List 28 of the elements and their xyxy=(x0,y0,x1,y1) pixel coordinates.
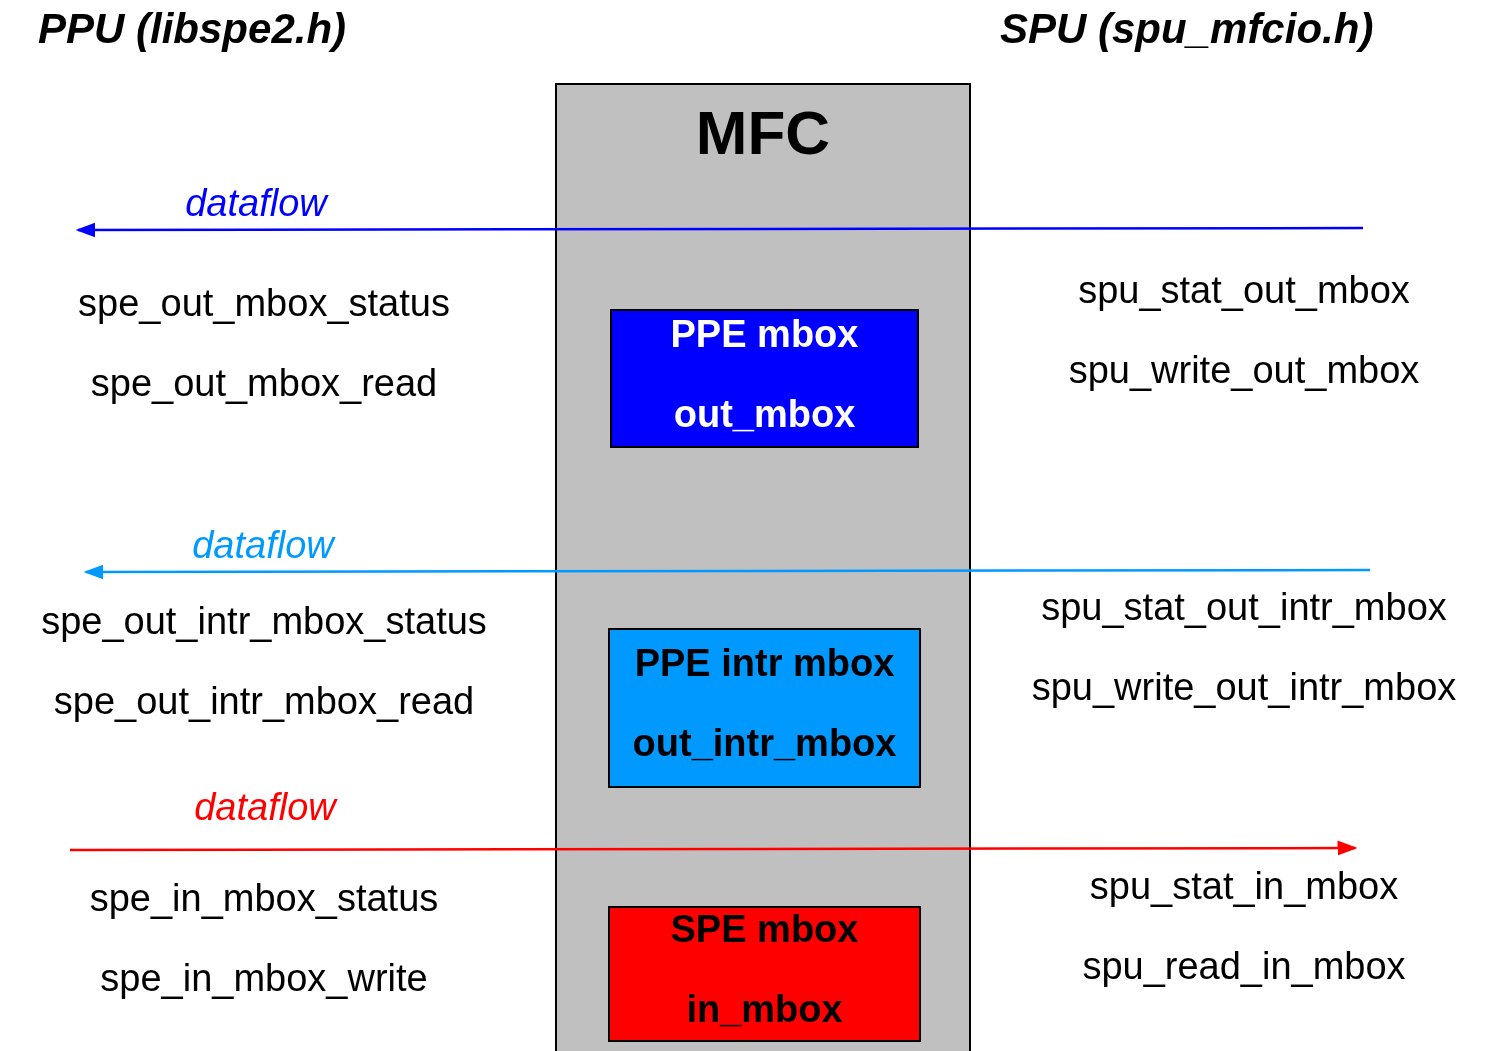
function-name: spu_write_out_mbox xyxy=(1068,349,1420,392)
flow-label: dataflow xyxy=(192,524,334,567)
flow-label: dataflow xyxy=(185,182,327,225)
function-name: spe_out_mbox_read xyxy=(90,362,438,405)
mailbox-box xyxy=(608,906,921,1042)
function-name: spu_stat_out_mbox xyxy=(1078,269,1410,312)
mailbox-name: SPE mbox xyxy=(669,908,860,951)
mailbox-name: PPE intr mbox xyxy=(633,642,896,685)
block-title: MFC xyxy=(694,97,832,168)
mailbox-box xyxy=(610,309,919,448)
function-name: spe_in_mbox_write xyxy=(100,957,428,1000)
function-name: spu_read_in_mbox xyxy=(1082,945,1406,988)
function-name: spu_stat_in_mbox xyxy=(1089,865,1399,908)
mailbox-channel: in_mbox xyxy=(685,988,844,1031)
column-header: PPU (libspe2.h) xyxy=(38,5,347,53)
function-name: spe_out_intr_mbox_read xyxy=(53,680,475,723)
mailbox-name: PPE mbox xyxy=(669,313,860,356)
function-name: spu_stat_out_intr_mbox xyxy=(1041,586,1447,629)
mailbox-channel: out_intr_mbox xyxy=(631,722,898,765)
function-name: spu_write_out_intr_mbox xyxy=(1031,666,1457,709)
function-name: spe_in_mbox_status xyxy=(89,877,439,920)
mailbox-box xyxy=(608,628,921,788)
function-name: spe_out_intr_mbox_status xyxy=(41,600,487,643)
unit-block xyxy=(555,83,971,1051)
flow-label: dataflow xyxy=(194,786,336,829)
mailbox-channel: out_mbox xyxy=(672,393,857,436)
function-name: spe_out_mbox_status xyxy=(78,282,450,325)
column-header: SPU (spu_mfcio.h) xyxy=(1000,5,1374,53)
